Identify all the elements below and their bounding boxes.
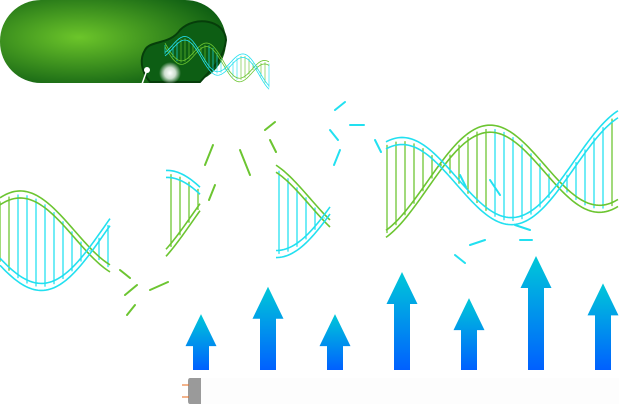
lamp-tube [200, 378, 619, 404]
uv-arrow [252, 286, 284, 370]
strand-b [164, 36, 270, 87]
lamp-end-cap [188, 378, 201, 404]
released-dna-small [164, 36, 270, 90]
uv-lamp [182, 378, 619, 404]
uv-arrow [587, 283, 619, 370]
uv-arrow [185, 314, 217, 370]
uv-arrow [319, 314, 351, 370]
bacterium [0, 0, 228, 85]
strand-b [0, 110, 619, 285]
strand-a [164, 42, 270, 79]
uv-arrow [386, 271, 418, 370]
strand-b [0, 117, 619, 292]
uv-light-rays [185, 256, 619, 370]
dna-double-helix [0, 110, 619, 292]
strand-b [164, 39, 270, 90]
strand-a [164, 46, 270, 83]
uv-arrow [453, 298, 485, 370]
damaged-dna-fragments [119, 101, 533, 316]
strand-a [0, 124, 619, 266]
strand-a [0, 131, 619, 273]
uv-arrow [520, 256, 552, 370]
rupture-glow [159, 62, 181, 84]
